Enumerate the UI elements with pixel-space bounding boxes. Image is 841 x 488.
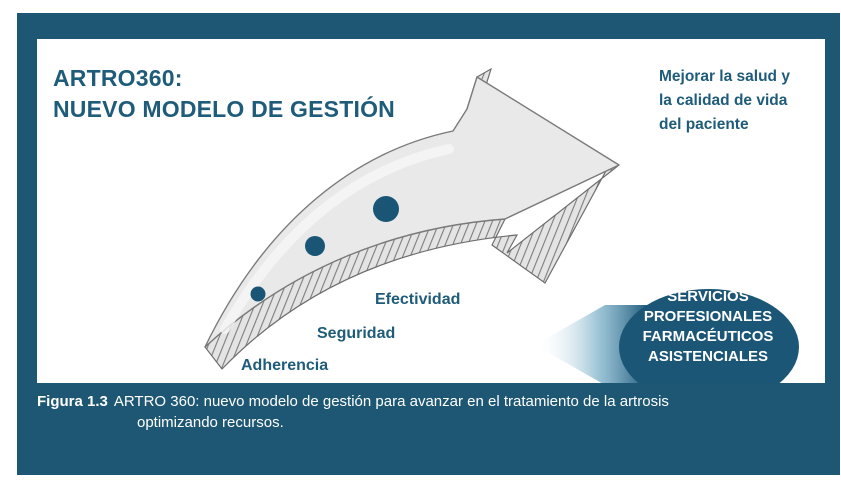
step-adherencia: Adherencia [241,357,329,374]
title-line-2: NUEVO MODELO DE GESTIÓN [53,96,395,122]
services-line-3: FARMACÉUTICOS [642,328,774,345]
step-dot-large [373,196,399,222]
services-line-1: SERVICIOS [667,288,749,305]
figure-caption: Figura 1.3 ARTRO 360: nuevo modelo de ges… [37,391,817,433]
diagram-title: ARTRO360: NUEVO MODELO DE GESTIÓN [53,63,395,125]
goal-line-1: Mejorar la salud y [659,68,790,85]
services-label: SERVICIOS PROFESIONALES FARMACÉUTICOS AS… [623,287,793,367]
step-dot-medium [305,236,325,256]
title-line-1: ARTRO360: [53,65,183,91]
caption-line-1: ARTRO 360: nuevo modelo de gestión para … [113,393,669,410]
caption-line-2: optimizando recursos. [137,414,284,431]
arrow-face-highlight [220,144,454,334]
services-line-2: PROFESIONALES [643,308,773,325]
step-efectividad: Efectividad [375,291,461,308]
arrow-diagram [204,67,799,383]
services-line-4: ASISTENCIALES [647,348,768,365]
goal-line-2: la calidad de vida [659,92,788,109]
figure-label: Figura 1.3 [37,393,108,410]
diagram-panel: ARTRO360: NUEVO MODELO DE GESTIÓN Mejora… [37,39,825,383]
goal-text: Mejorar la salud y la calidad de vida de… [659,65,790,137]
services-ellipse [619,289,799,383]
services-wedge [535,305,649,383]
figure-frame: ARTRO360: NUEVO MODELO DE GESTIÓN Mejora… [17,13,840,475]
goal-line-3: del paciente [659,116,749,133]
step-seguridad: Seguridad [317,325,396,342]
step-dot-small [250,286,266,302]
arrow-face [204,76,620,348]
